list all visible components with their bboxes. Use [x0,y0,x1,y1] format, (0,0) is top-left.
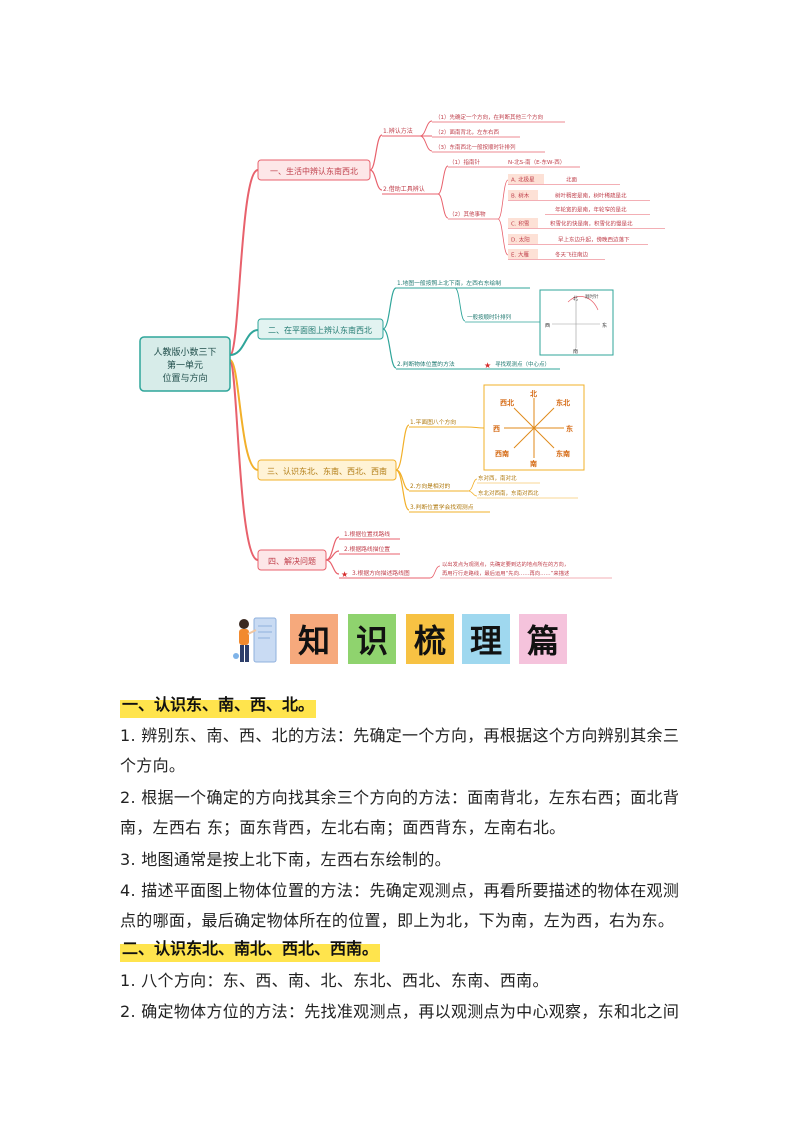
svg-text:C. 积雪: C. 积雪 [511,221,530,228]
branch-1-sub-1: 1.辨认方法 [383,127,413,135]
svg-text:树叶稠密是南，树叶稀疏是北: 树叶稠密是南，树叶稀疏是北 [555,192,627,200]
section-1-para-1: 1. 辨别东、南、西、北的方法：先确定一个方向，再根据这个方向辨别其余三 个方向… [120,726,680,775]
diagram-clockwise-label: 顺时针 [585,293,599,300]
section-2-para-2: 2. 确定物体方位的方法：先找准观测点，再以观测点为中心观察，东和北之间 [120,1002,680,1021]
svg-text:冬天飞往南边: 冬天飞往南边 [555,251,589,259]
section-1-para-4: 4. 描述平面图上物体位置的方法：先确定观测点，再看所要描述的物体在观测 点的哪… [120,881,680,930]
branch-1-compass-note: N-北S-南（E-东W-西） [508,158,565,166]
branch-2-sub-2: 2.判断物体位置的方法 [397,360,455,368]
branch-1-sub-2: 2.借助工具辨认 [383,185,425,193]
star-icon: ★ [484,361,491,370]
compass-southwest: 西南 [495,449,509,458]
banner-char-5: 篇 [519,614,567,664]
knowledge-banner: 知 识 梳 理 篇 [232,612,572,668]
center-node-line-2: 第一单元 [167,359,203,371]
branch-3-sub-2-item-1: 东对西，南对北 [478,474,517,482]
mind-map: 人教版小数三下 第一单元 位置与方向 一、生活中辨认东南西北 1.辨认方法 （1… [139,113,665,579]
diagram-west: 西 [545,323,550,329]
branch-1-compass: （1）指南针 [449,158,480,166]
center-node [139,336,231,392]
svg-text:北面: 北面 [566,176,578,184]
branch-2-sub-1-note: 一般按顺时针排列 [467,313,512,321]
thing-row-1: A. 北极星 北面 [508,174,620,185]
branch-3-title: 三、认识东北、东南、西北、西南 [267,466,387,476]
compass-southeast: 东南 [556,449,570,458]
thing-row-6: E. 大雁 冬天飞往南边 [508,249,605,260]
thing-row-3: 年轮宽的是南，年轮窄的是北 [545,206,650,215]
svg-text:E. 大雁: E. 大雁 [511,251,529,259]
mind-map-connectors [229,169,259,561]
compass-northwest: 西北 [500,398,514,407]
diagram-north: 北 [573,295,578,302]
direction-diagram [539,289,614,356]
svg-text:早上东边升起，傍晚西边落下: 早上东边升起，傍晚西边落下 [558,236,630,244]
branch-1-item-2: （2）面南背北，左东右西 [435,128,500,136]
compass-north: 北 [530,389,537,398]
branch-3: 三、认识东北、东南、西北、西南 1.平面图八个方向 北 东北 东 东南 南 西南… [257,384,585,513]
branch-3-sub-2-item-2: 东北对西南，东南对西北 [478,489,539,497]
svg-text:年轮宽的是南，年轮窄的是北: 年轮宽的是南，年轮窄的是北 [555,206,627,214]
svg-text:D. 太阳: D. 太阳 [511,236,530,244]
branch-2-title: 二、在平面图上辨认东南西北 [268,325,372,335]
branch-4-item-2: 2.根据路线描位置 [344,545,390,553]
star-icon-2: ★ [341,570,348,579]
branch-4-note-line-2: 再用行行走路线，最后运用“先向……再向……”来描述 [442,569,570,577]
branch-4-title: 四、解决问题 [268,556,316,566]
branch-2: 二、在平面图上辨认东南西北 1.地图一般按照上北下南，左西右东绘制 一般按顺时针… [257,279,614,370]
section-1-para-3: 3. 地图通常是按上北下南，左西右东绘制的。 [120,850,451,869]
branch-3-sub-2: 2.方向是相对的 [410,482,451,490]
branch-1-item-3: （3）东南西北一般按顺时针排列 [435,143,516,151]
branch-2-sub-2-note: 寻找观测点（中心点） [495,360,550,368]
branch-4-item-3: 3.根据方向描述路线图 [352,569,410,577]
branch-1-item-1: （1）先确定一个方向，在判断其他三个方向 [435,113,543,121]
section-1-para-2: 2. 根据一个确定的方向找其余三个方向的方法：面南背北，左东右西；面北背 南，左… [120,788,680,837]
branch-3-sub-3: 3.判断位置学会找观测点 [410,503,474,511]
svg-text:A. 北极星: A. 北极星 [511,176,535,184]
compass-south: 南 [530,459,537,468]
thing-row-4: C. 积雪 积雪化的快是南，积雪化的慢是北 [508,218,665,229]
diagram-east: 东 [602,322,607,329]
branch-4-item-1: 1.根据位置找路线 [344,530,390,538]
branch-1-things: （2）其他事物 [449,210,486,218]
branch-1-title: 一、生活中辨认东南西北 [270,166,358,176]
svg-text:积雪化的快是南，积雪化的慢是北: 积雪化的快是南，积雪化的慢是北 [550,220,633,228]
center-node-line-1: 人教版小数三下 [153,346,216,358]
branch-4: 四、解决问题 1.根据位置找路线 2.根据路线描位置 ★ 3.根据方向描述路线图… [257,530,612,579]
diagram-south: 南 [573,348,578,355]
thing-row-5: D. 太阳 早上东边升起，傍晚西边落下 [508,234,648,245]
section-2-para-1: 1. 八个方向：东、西、南、北、东北、西北、东南、西南。 [120,971,549,990]
section-1-title: 一、认识东、南、西、北。 [120,692,317,718]
branch-4-note-line-1: 以出发点为观测点，先确定要到达的地点所在的方向， [442,560,569,568]
center-node-line-3: 位置与方向 [162,372,207,384]
branch-1: 一、生活中辨认东南西北 1.辨认方法 （1）先确定一个方向，在判断其他三个方向 … [257,113,665,260]
banner-char-2: 识 [348,614,396,664]
section-2-title: 二、认识东北、南北、西北、西南。 [120,936,381,962]
branch-2-sub-1: 1.地图一般按照上北下南，左西右东绘制 [397,279,501,287]
svg-text:B. 树木: B. 树木 [511,192,530,200]
banner-char-4: 理 [462,614,510,664]
banner-char-1: 知 [290,614,338,664]
banner-char-3: 梳 [406,614,454,664]
compass-northeast: 东北 [556,398,570,407]
branch-3-sub-1: 1.平面图八个方向 [410,418,456,426]
teacher-illustration-icon [233,617,277,663]
thing-row-2: B. 树木 树叶稠密是南，树叶稀疏是北 [508,190,650,201]
compass-east: 东 [566,424,573,433]
compass-west: 西 [493,425,500,433]
